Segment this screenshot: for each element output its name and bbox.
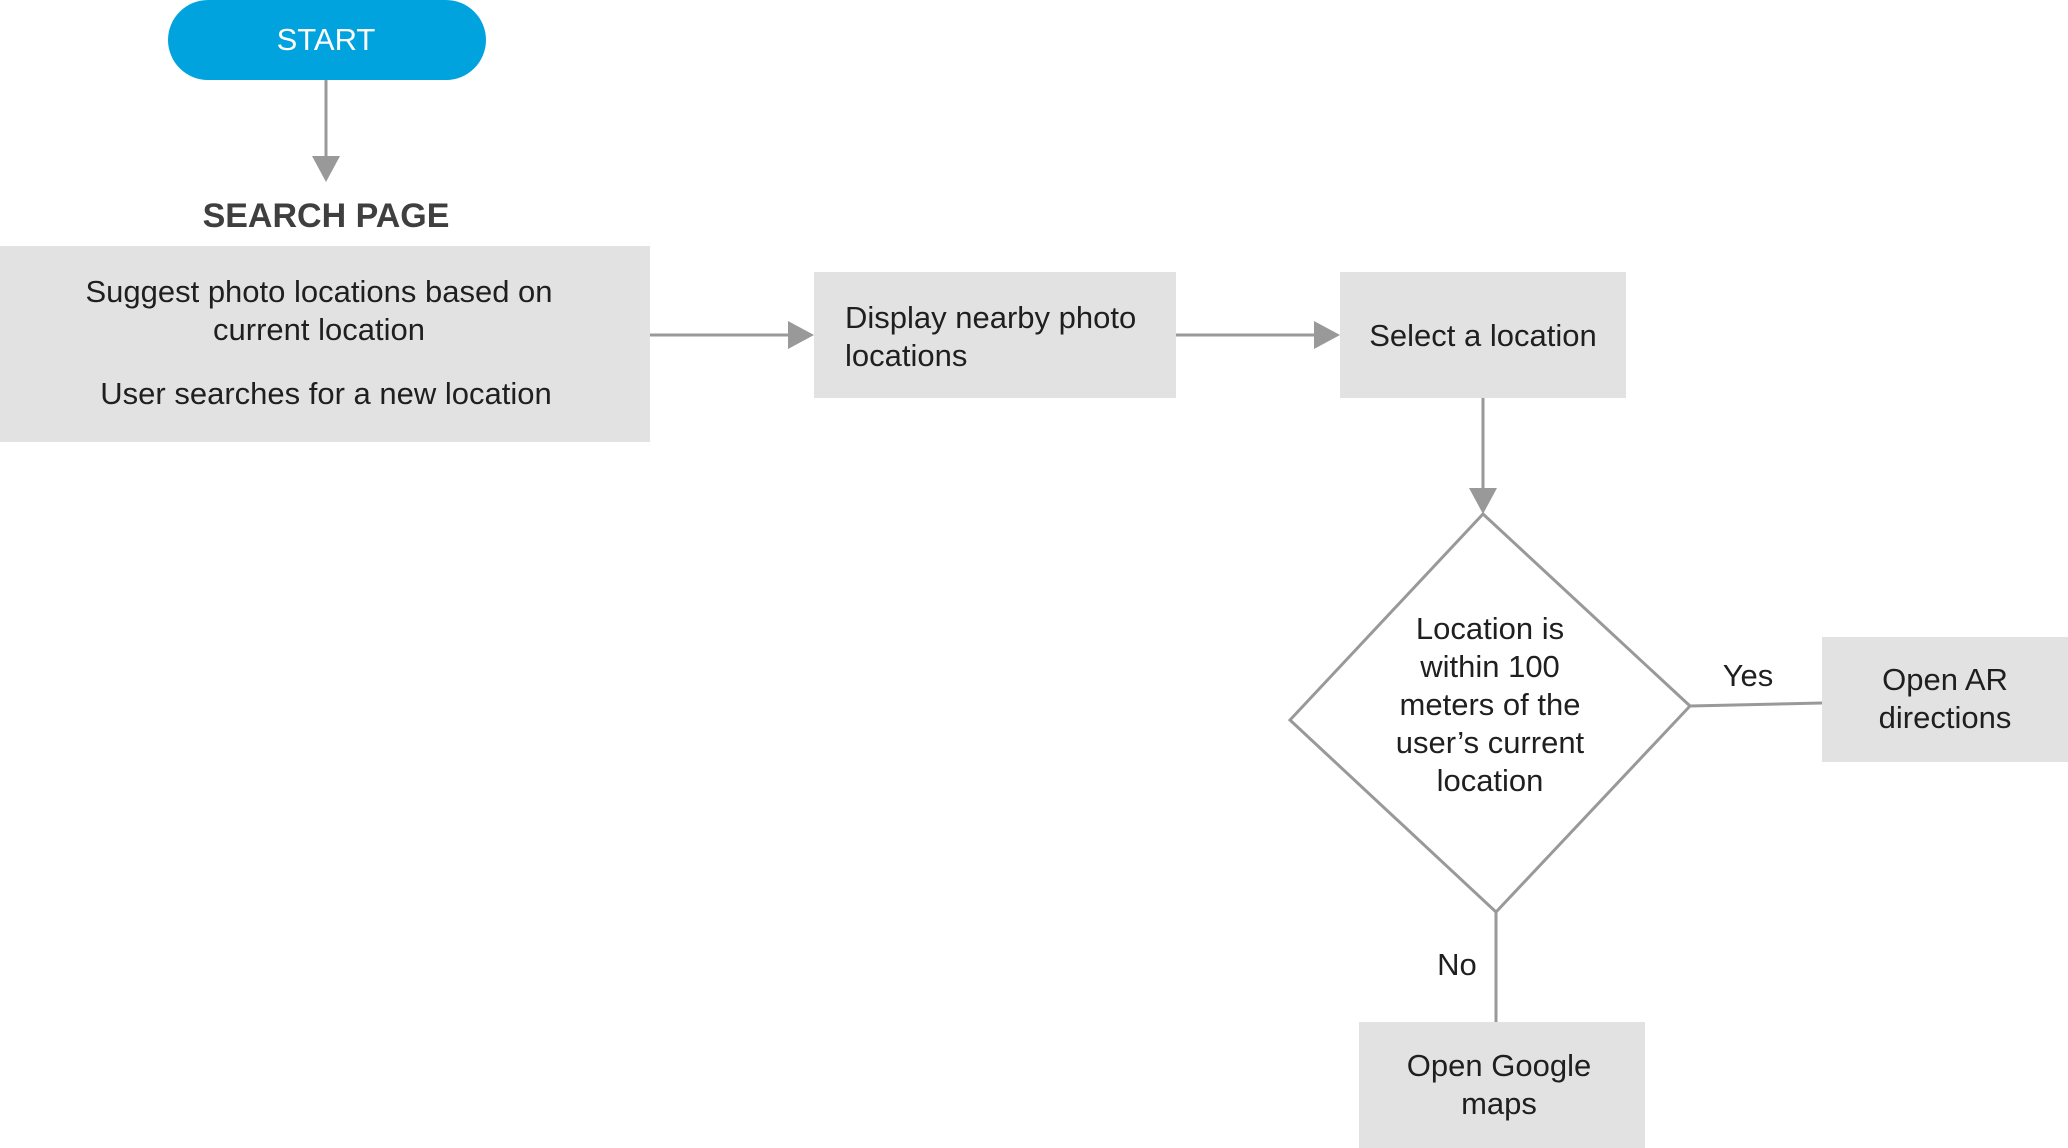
decision-line5: location [1437, 763, 1544, 798]
open-maps-line2: maps [1461, 1086, 1537, 1121]
connector-decision-to-ar [1689, 701, 1823, 708]
select-location-box [1340, 272, 1626, 398]
open-ar-node: Open AR directions [1822, 637, 2068, 762]
search-page-line1a: Suggest photo locations based on [85, 274, 552, 309]
display-nearby-line2: locations [845, 338, 967, 373]
decision-line1: Location is [1416, 611, 1564, 646]
decision-line2: within 100 [1419, 649, 1560, 684]
search-page-heading: SEARCH PAGE [203, 197, 450, 235]
select-location-node: Select a location [1340, 272, 1626, 398]
start-node: START [168, 0, 486, 80]
search-page-line2: User searches for a new location [100, 376, 551, 411]
display-nearby-node: Display nearby photo locations [814, 272, 1176, 398]
decision-line4: user’s current [1396, 725, 1585, 760]
search-page-box [0, 246, 650, 442]
open-maps-node: Open Google maps [1359, 1022, 1645, 1148]
arrowhead-select-to-decision [1469, 488, 1497, 514]
arrowhead-display-to-select [1314, 321, 1340, 349]
search-page-node: Suggest photo locations based on current… [0, 246, 650, 442]
display-nearby-line1: Display nearby photo [845, 300, 1136, 335]
decision-line3: meters of the [1400, 687, 1581, 722]
open-ar-line2: directions [1879, 700, 2012, 735]
start-pill [168, 0, 486, 80]
decision-node: Location is within 100 meters of the use… [1287, 511, 1693, 915]
open-maps-line1: Open Google [1407, 1048, 1591, 1083]
yes-label: Yes [1723, 658, 1774, 693]
display-nearby-box [814, 272, 1176, 398]
open-ar-line1: Open AR [1882, 662, 2008, 697]
open-ar-box [1822, 637, 2068, 762]
select-location-label: Select a location [1369, 318, 1596, 353]
open-maps-box [1359, 1022, 1645, 1148]
arrowhead-search-to-display [788, 321, 814, 349]
search-page-line1b: current location [213, 312, 425, 347]
start-label: START [277, 22, 376, 57]
arrowhead-start-to-search [312, 156, 340, 182]
no-label: No [1437, 947, 1477, 982]
